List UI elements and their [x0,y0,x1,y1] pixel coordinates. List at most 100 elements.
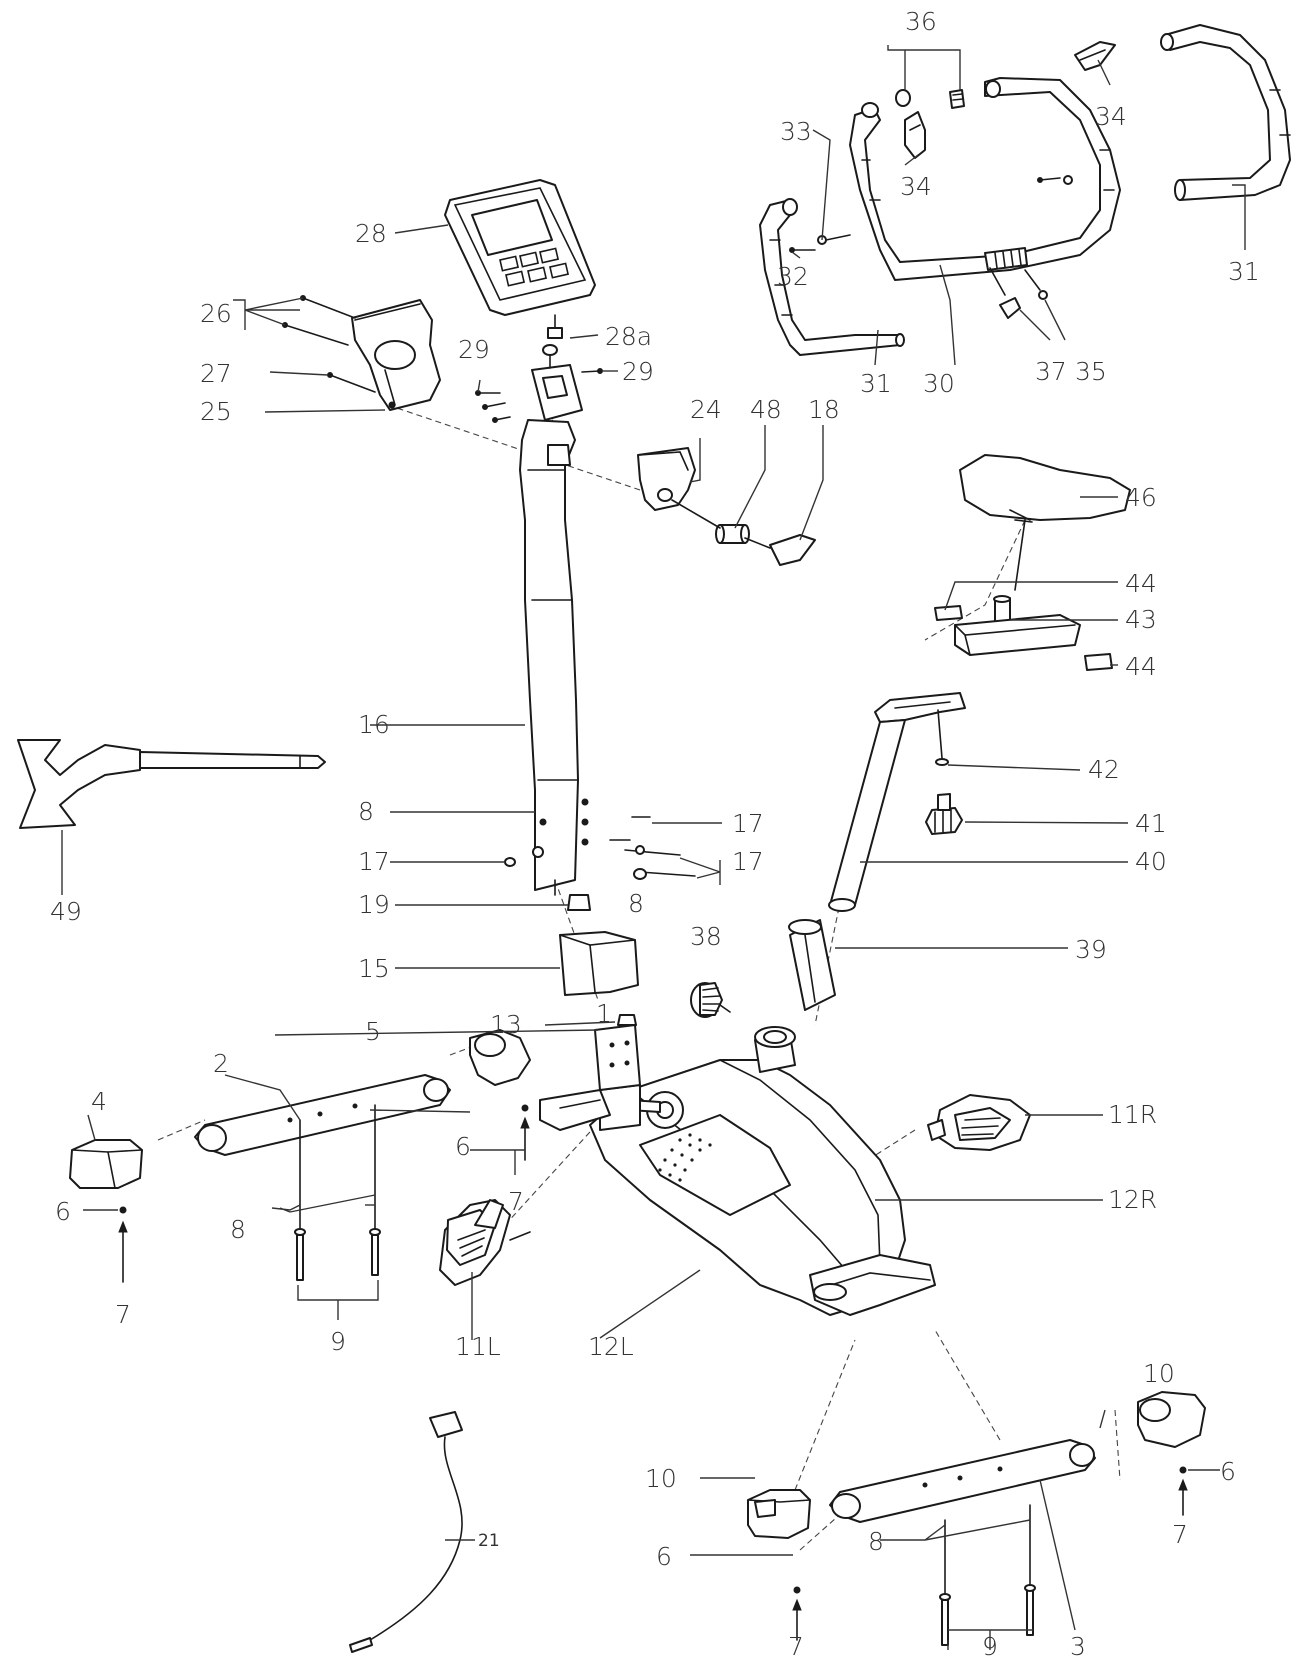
seat-post-40 [828,692,966,912]
callout-43: 43 [1125,605,1157,634]
right-handlebar-31 [1160,24,1291,201]
callout-6c: 6 [656,1542,672,1571]
callout-17a: 17 [732,809,764,838]
callout-46: 46 [1125,483,1157,512]
callout-7c: 7 [788,1632,804,1661]
callout-10a: 10 [1143,1359,1175,1388]
callout-29a: 29 [458,335,490,364]
callout-32: 32 [777,262,809,291]
callout-25: 25 [200,397,232,426]
shroud-15 [559,931,639,996]
end-cap-5 [469,1029,531,1086]
callout-9a: 9 [330,1327,346,1356]
bushing-48 [671,499,750,544]
callout-40: 40 [1135,847,1167,876]
callout-labels: 1 2 3 4 5 6 6 6 6 7 7 7 7 8 8 8 8 9 9 10… [50,7,1260,1661]
callout-6a: 6 [455,1132,471,1161]
tension-knob-38 [690,982,731,1018]
console-bracket-29 [475,344,603,423]
washer-42 [935,709,949,766]
rear-stabilizer-3 [829,1439,1096,1523]
callout-26: 26 [200,299,232,328]
callout-5: 5 [365,1017,381,1046]
callout-7d: 7 [1172,1520,1188,1549]
callout-49: 49 [50,897,82,926]
callout-13: 13 [490,1010,522,1039]
end-cap-10-right [1137,1391,1206,1448]
callout-42: 42 [1088,755,1120,784]
callout-11L: 11L [455,1332,501,1361]
callout-36: 36 [905,7,937,36]
callout-9b: 9 [982,1632,998,1661]
callout-48: 48 [750,395,782,424]
callout-11R: 11R [1108,1100,1157,1129]
main-frame-12 [539,1024,936,1316]
left-handlebar-31 [759,198,905,356]
callout-3: 3 [1070,1632,1086,1661]
callout-12L: 12L [588,1332,634,1361]
knob-18 [744,534,816,566]
callout-28: 28 [355,219,387,248]
callout-31a: 31 [860,369,892,398]
callout-18: 18 [808,395,840,424]
callout-28a: 28a [605,322,652,351]
callout-27: 27 [200,359,232,388]
callout-35: 35 [1075,357,1107,386]
callout-16: 16 [358,710,390,739]
end-cap-4 [69,1139,143,1189]
seat-tube-39 [788,919,836,1011]
callout-19: 19 [358,890,390,919]
callout-8a: 8 [358,797,374,826]
callout-8c: 8 [230,1215,246,1244]
handlebar-30 [849,77,1121,281]
wire-37-35 [989,267,1048,319]
callout-17c: 17 [732,847,764,876]
callout-44b: 44 [1125,652,1157,681]
end-caps-36 [895,89,965,109]
callout-7b: 7 [115,1300,131,1329]
callout-2: 2 [213,1049,229,1078]
end-caps-44 [934,605,1113,671]
leader-lines [83,45,1246,1650]
fasteners [118,1104,1188,1646]
callout-8b: 8 [628,889,644,918]
callout-34b: 34 [1095,102,1127,131]
callout-21: 21 [478,1531,500,1551]
callout-15: 15 [358,954,390,983]
callout-24: 24 [690,395,722,424]
callout-8d: 8 [868,1527,884,1556]
knob-41 [925,793,963,835]
callout-1: 1 [596,999,612,1028]
callout-6b: 6 [55,1197,71,1226]
callout-31b: 31 [1228,257,1260,286]
callout-38: 38 [690,922,722,951]
callout-10b: 10 [645,1464,677,1493]
callout-17b: 17 [358,847,390,876]
front-stabilizer-2 [194,1074,451,1156]
callout-4: 4 [91,1087,107,1116]
callout-7a: 7 [508,1187,524,1216]
wrench-49 [17,739,326,829]
handlebar-holder-26 [282,295,441,411]
front-post-16 [504,419,696,911]
end-cap-10-left [747,1489,811,1539]
sensor-wire-21 [349,1411,463,1653]
pedal-11R [927,1094,1031,1151]
callout-44a: 44 [1125,569,1157,598]
callout-41: 41 [1135,809,1167,838]
seat-slider-43 [954,595,1081,656]
callout-37: 37 [1035,357,1067,386]
callout-33: 33 [780,117,812,146]
callout-29b: 29 [622,357,654,386]
callout-12R: 12R [1108,1185,1157,1214]
pulse-sensor-34 [904,41,1116,159]
callout-34a: 34 [900,172,932,201]
console-28 [444,179,596,339]
seat-46 [959,454,1131,591]
assembly-lines [157,404,1121,1551]
callout-6d: 6 [1220,1457,1236,1486]
callout-30: 30 [923,369,955,398]
pedal-11L [439,1199,531,1286]
screws-32-33 [789,175,1073,253]
